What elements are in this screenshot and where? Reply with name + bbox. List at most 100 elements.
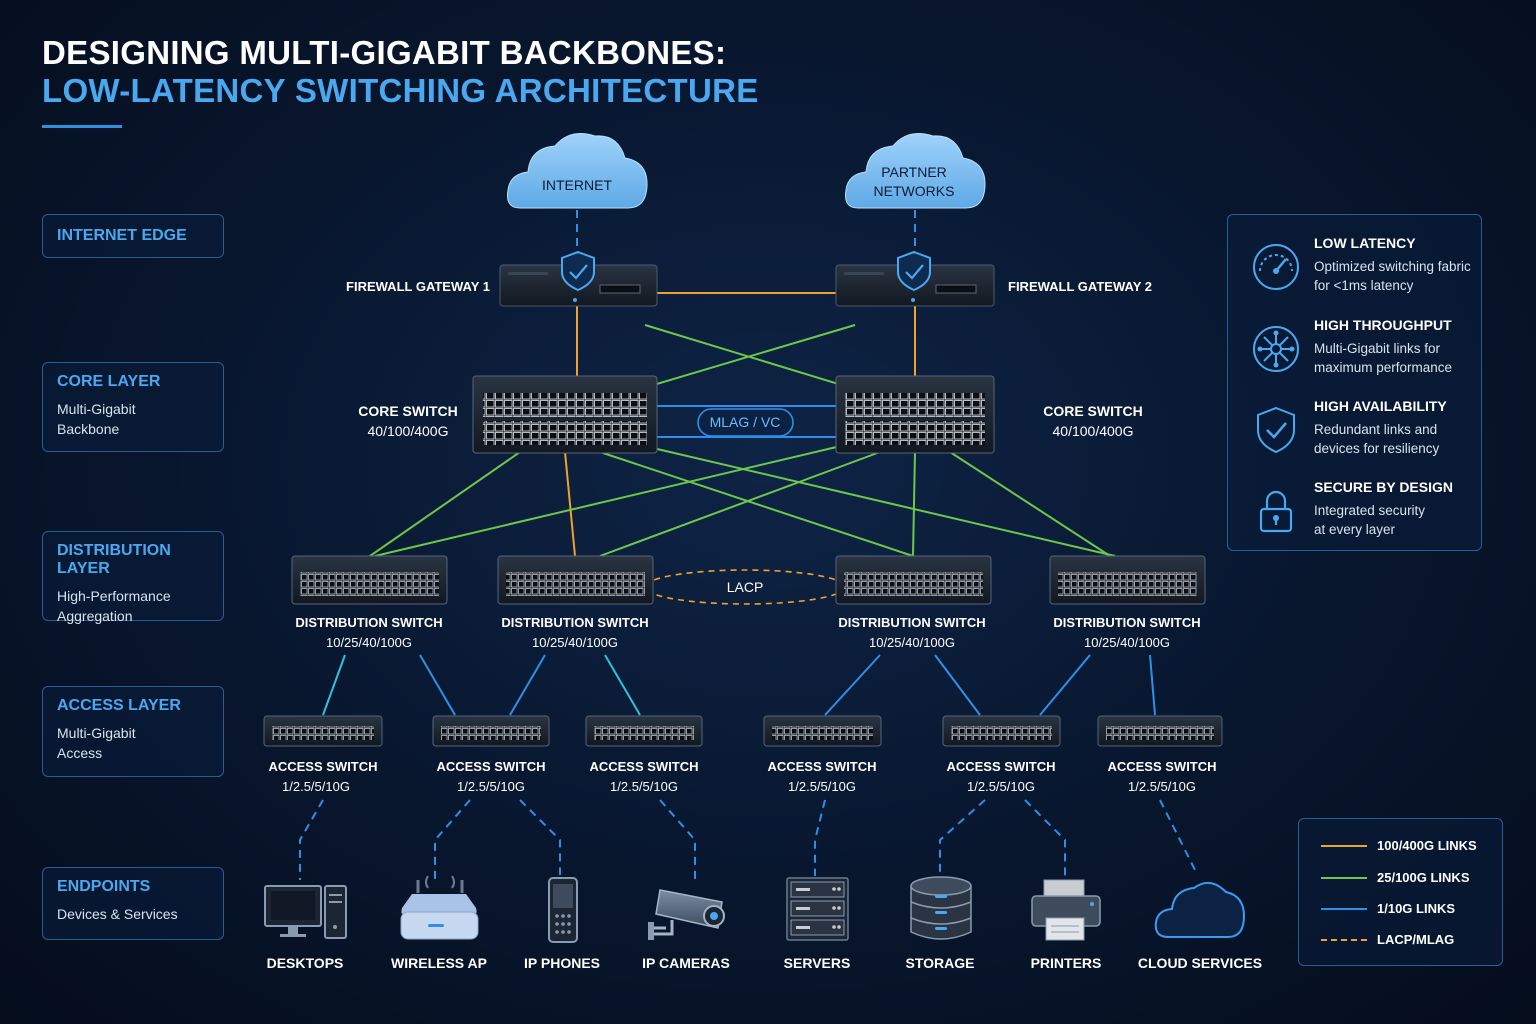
lock-icon <box>1259 490 1293 533</box>
shield-icon <box>561 250 595 292</box>
link-acc1-desktops <box>299 799 324 880</box>
link-core2-dist4 <box>949 451 1111 557</box>
dist-3-speed: 10/25/40/100G <box>869 635 955 650</box>
layer-title: CORE LAYER <box>57 373 161 390</box>
link-dist1-acc2 <box>419 654 456 716</box>
distribution-switch-3 <box>835 555 992 605</box>
legend-item: 25/100G LINKS <box>1319 868 1499 888</box>
endpoint-label-ip-cameras: IP CAMERAS <box>642 955 730 971</box>
access-switch-1 <box>263 715 383 747</box>
feature-title: HIGH AVAILABILITY <box>1314 398 1447 414</box>
legend-label: 25/100G LINKS <box>1377 870 1470 885</box>
page-subtitle: LOW-LATENCY SWITCHING ARCHITECTURE <box>42 72 759 109</box>
distribution-switch-4 <box>1049 555 1206 605</box>
partner-cloud: PARTNER NETWORKS <box>845 133 986 209</box>
legend-item: LACP/MLAG <box>1319 930 1499 950</box>
legend-swatch <box>1321 908 1367 910</box>
link-core1-dist4 <box>639 444 1116 557</box>
ip-camera-icon <box>648 889 725 940</box>
distribution-switch-2 <box>497 555 654 605</box>
core-switch-2-name: CORE SWITCH <box>1043 403 1143 419</box>
layer-subtitle: Devices & Services <box>57 906 178 922</box>
link-acc4-servers <box>814 799 826 876</box>
feature-high-throughput: HIGH THROUGHPUT Multi-Gigabit links for … <box>1228 317 1483 387</box>
dist-3-name: DISTRIBUTION SWITCH <box>838 615 985 630</box>
legend-swatch <box>1321 877 1367 879</box>
acc-6-name: ACCESS SWITCH <box>1107 759 1216 774</box>
core-switch-2-speed: 40/100/400G <box>1053 423 1134 439</box>
endpoint-label-wireless-ap: WIRELESS AP <box>391 955 487 971</box>
dist-2-speed: 10/25/40/100G <box>532 635 618 650</box>
layer-box-core: CORE LAYER Multi-Gigabit Backbone <box>42 362 224 452</box>
legend-swatch <box>1321 845 1367 847</box>
printer-icon <box>1031 879 1101 941</box>
access-switch-6 <box>1097 715 1223 747</box>
lacp-label: LACP <box>727 579 764 595</box>
link-dist2-acc2 <box>509 654 546 716</box>
shield-icon <box>897 250 931 292</box>
link-dist4-acc5 <box>1039 654 1091 716</box>
firewall-2-label: FIREWALL GATEWAY 2 <box>1008 279 1152 294</box>
feature-secure-by-design: SECURE BY DESIGN Integrated security at … <box>1228 479 1483 549</box>
firewall-gateway-2 <box>835 250 995 307</box>
dist-4-name: DISTRIBUTION SWITCH <box>1053 615 1200 630</box>
dist-2-name: DISTRIBUTION SWITCH <box>501 615 648 630</box>
acc-6-speed: 1/2.5/5/10G <box>1128 779 1196 794</box>
feature-desc: Integrated security at every layer <box>1314 503 1426 537</box>
link-dist1-acc1 <box>322 654 346 716</box>
layer-box-internet-edge: INTERNET EDGE <box>42 214 224 258</box>
legend-label: LACP/MLAG <box>1377 932 1455 947</box>
link-core1-dist1 <box>369 451 521 557</box>
storage-icon <box>910 876 972 940</box>
access-switch-3 <box>585 715 703 747</box>
legend-swatch <box>1321 939 1367 941</box>
dist-4-speed: 10/25/40/100G <box>1084 635 1170 650</box>
link-dist3-acc4 <box>824 654 881 716</box>
layer-box-distribution: DISTRIBUTION LAYER High-Performance Aggr… <box>42 531 224 624</box>
wireless-ap-icon <box>400 875 479 940</box>
link-core2-dist3 <box>912 451 916 557</box>
acc-1-speed: 1/2.5/5/10G <box>282 779 350 794</box>
partner-cloud-label-2: NETWORKS <box>874 183 955 199</box>
layer-subtitle: High-Performance Aggregation <box>57 588 171 624</box>
feature-low-latency: LOW LATENCY Optimized switching fabric f… <box>1228 235 1483 305</box>
access-switch-2 <box>432 715 550 747</box>
acc-2-speed: 1/2.5/5/10G <box>457 779 525 794</box>
internet-cloud-label: INTERNET <box>542 177 612 193</box>
mlag-label: MLAG / VC <box>710 414 781 430</box>
core-switch-1-speed: 40/100/400G <box>368 423 449 439</box>
link-dist4-acc6 <box>1149 654 1156 716</box>
endpoint-label-storage: STORAGE <box>906 955 975 971</box>
layer-title: ENDPOINTS <box>57 878 151 895</box>
link-core2-dist1 <box>374 444 846 557</box>
feature-desc: Multi-Gigabit links for maximum performa… <box>1314 341 1453 375</box>
link-acc5-storage <box>939 799 986 876</box>
core-switch-1 <box>472 375 658 454</box>
ip-phone-icon <box>548 877 578 943</box>
link-fw2-core1 <box>649 324 856 387</box>
link-core1-dist3 <box>599 451 914 557</box>
acc-2-name: ACCESS SWITCH <box>436 759 545 774</box>
feature-title: HIGH THROUGHPUT <box>1314 317 1452 333</box>
layer-subtitle: Multi-Gigabit Backbone <box>57 401 136 437</box>
acc-4-speed: 1/2.5/5/10G <box>788 779 856 794</box>
core-switch-2 <box>835 375 995 454</box>
desktop-icon <box>264 885 347 939</box>
access-switch-5 <box>942 715 1061 747</box>
acc-5-name: ACCESS SWITCH <box>946 759 1055 774</box>
layer-title: ACCESS LAYER <box>57 697 181 714</box>
link-dist3-acc5 <box>934 654 981 716</box>
core-switch-1-name: CORE SWITCH <box>358 403 458 419</box>
features-panel: LOW LATENCY Optimized switching fabric f… <box>1227 214 1482 551</box>
layer-box-access: ACCESS LAYER Multi-Gigabit Access <box>42 686 224 777</box>
shield-check-icon <box>1257 406 1295 454</box>
feature-desc: Optimized switching fabric for <1ms late… <box>1314 259 1471 293</box>
server-rack-icon <box>786 877 849 941</box>
link-acc6-cloud <box>1159 799 1196 871</box>
link-acc2-wap <box>434 799 471 880</box>
endpoint-label-servers: SERVERS <box>784 955 851 971</box>
distribution-switch-1 <box>291 555 448 605</box>
legend-label: 100/400G LINKS <box>1377 838 1477 853</box>
feature-title: SECURE BY DESIGN <box>1314 479 1453 495</box>
